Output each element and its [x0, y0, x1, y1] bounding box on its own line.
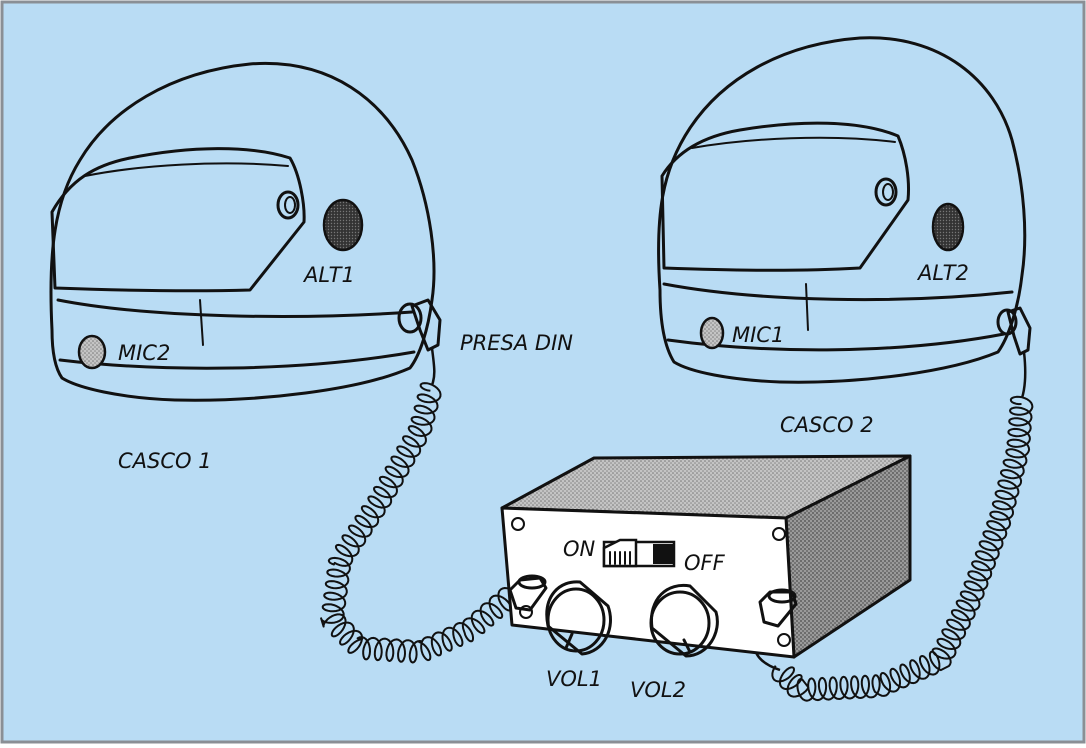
socket-left-icon [508, 574, 548, 612]
cable-1-coil [320, 382, 516, 664]
din-plug-1-icon [397, 298, 442, 352]
knob-icon [649, 583, 719, 658]
label-presa-din: PRESA DIN [460, 331, 573, 355]
toggle-switch-icon [602, 538, 676, 568]
switch-off-block [653, 544, 673, 564]
cable-1-lead [430, 347, 436, 386]
label-vol2: VOL2 [630, 678, 686, 702]
speaker-icon [322, 198, 364, 252]
helmet-1-visor-pivot-inner [284, 196, 296, 214]
label-on: ON [563, 537, 596, 561]
helmet-2-chin-seam [805, 283, 809, 331]
coiled-cables [320, 347, 1034, 702]
knob-icon [545, 580, 612, 656]
label-mic2: MIC2 [118, 341, 170, 365]
helmet-2-shell [657, 36, 1027, 384]
knob-1-pointer [564, 632, 574, 650]
screw-icon [777, 633, 791, 647]
helmet-2-visor-pivot-inner [882, 183, 894, 201]
screw-icon [772, 527, 786, 541]
label-off: OFF [684, 551, 726, 575]
knob-1-face [546, 587, 606, 653]
helmet-1-visor-edge [84, 162, 289, 177]
din-plug-2-icon [996, 306, 1032, 356]
helmet-1-chin-line-top [56, 298, 414, 318]
helmet-2-icon [657, 36, 1027, 384]
helmet-2-chin-line-top [662, 282, 1014, 302]
speaker-icon [931, 202, 965, 252]
control-box [500, 454, 912, 659]
helmet-2-visor-pivot-icon [874, 177, 898, 207]
socket-right-icon [758, 588, 798, 628]
knob-2-face [649, 590, 711, 656]
helmet-2-visor [660, 121, 910, 272]
label-casco2: CASCO 2 [780, 413, 874, 437]
helmet-1-visor [50, 147, 306, 293]
label-vol1: VOL1 [546, 667, 602, 691]
cable-2-coil [771, 395, 1034, 702]
helmet-2-visor-edge [691, 136, 896, 149]
label-mic1: MIC1 [732, 323, 784, 347]
control-box-front-panel [500, 506, 796, 659]
label-casco1: CASCO 1 [118, 449, 212, 473]
cable-2-lead [1020, 351, 1027, 399]
helmet-1-shell [49, 61, 436, 402]
helmet-1-visor-pivot-icon [276, 190, 300, 220]
microphone-icon [77, 334, 107, 370]
screw-icon [511, 517, 525, 531]
helmet-1-chin-seam [199, 299, 204, 346]
label-alt2: ALT2 [916, 261, 969, 285]
label-alt1: ALT1 [302, 263, 355, 287]
microphone-icon [699, 316, 725, 350]
knob-2-pointer [682, 638, 692, 654]
